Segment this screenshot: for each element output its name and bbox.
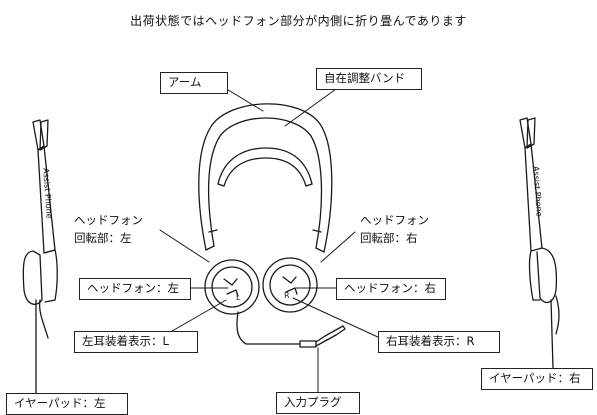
label-input-plug: 入力プラグ (276, 392, 360, 414)
label-earpad-right: イヤーパッド：右 (481, 368, 593, 390)
label-arm: アーム (160, 72, 228, 94)
label-rotation-right-line2: 回転部：右 (360, 230, 418, 245)
label-rotation-left-line1: ヘッドフォン (74, 213, 143, 227)
ear-mark-left: L (236, 293, 241, 302)
label-adjustable-band: 自在調整バンド (316, 68, 422, 90)
label-rotation-right-line1: ヘッドフォン (360, 213, 429, 227)
label-headphone-right: ヘッドフォン：右 (336, 278, 446, 300)
label-rotation-right: ヘッドフォン 回転部：右 (360, 212, 429, 248)
label-headphone-left: ヘッドフォン：左 (79, 278, 191, 300)
label-right-ear-mark: 右耳装着表示：R (378, 331, 500, 353)
label-earpad-left: イヤーパッド：左 (6, 393, 128, 415)
label-rotation-left: ヘッドフォン 回転部：左 (74, 212, 143, 248)
headband (198, 103, 333, 253)
left-earcup (204, 259, 260, 315)
ear-mark-right: R (284, 291, 290, 300)
label-left-ear-mark: 左耳装着表示：L (74, 331, 198, 353)
cable-and-plug (236, 311, 346, 348)
left-side-device (22, 119, 58, 407)
label-rotation-left-line2: 回転部：左 (74, 230, 132, 245)
right-earcup (262, 257, 318, 313)
right-side-device (519, 117, 560, 369)
caption: 出荷状態ではヘッドフォン部分が内側に折り畳んであります (130, 14, 467, 28)
